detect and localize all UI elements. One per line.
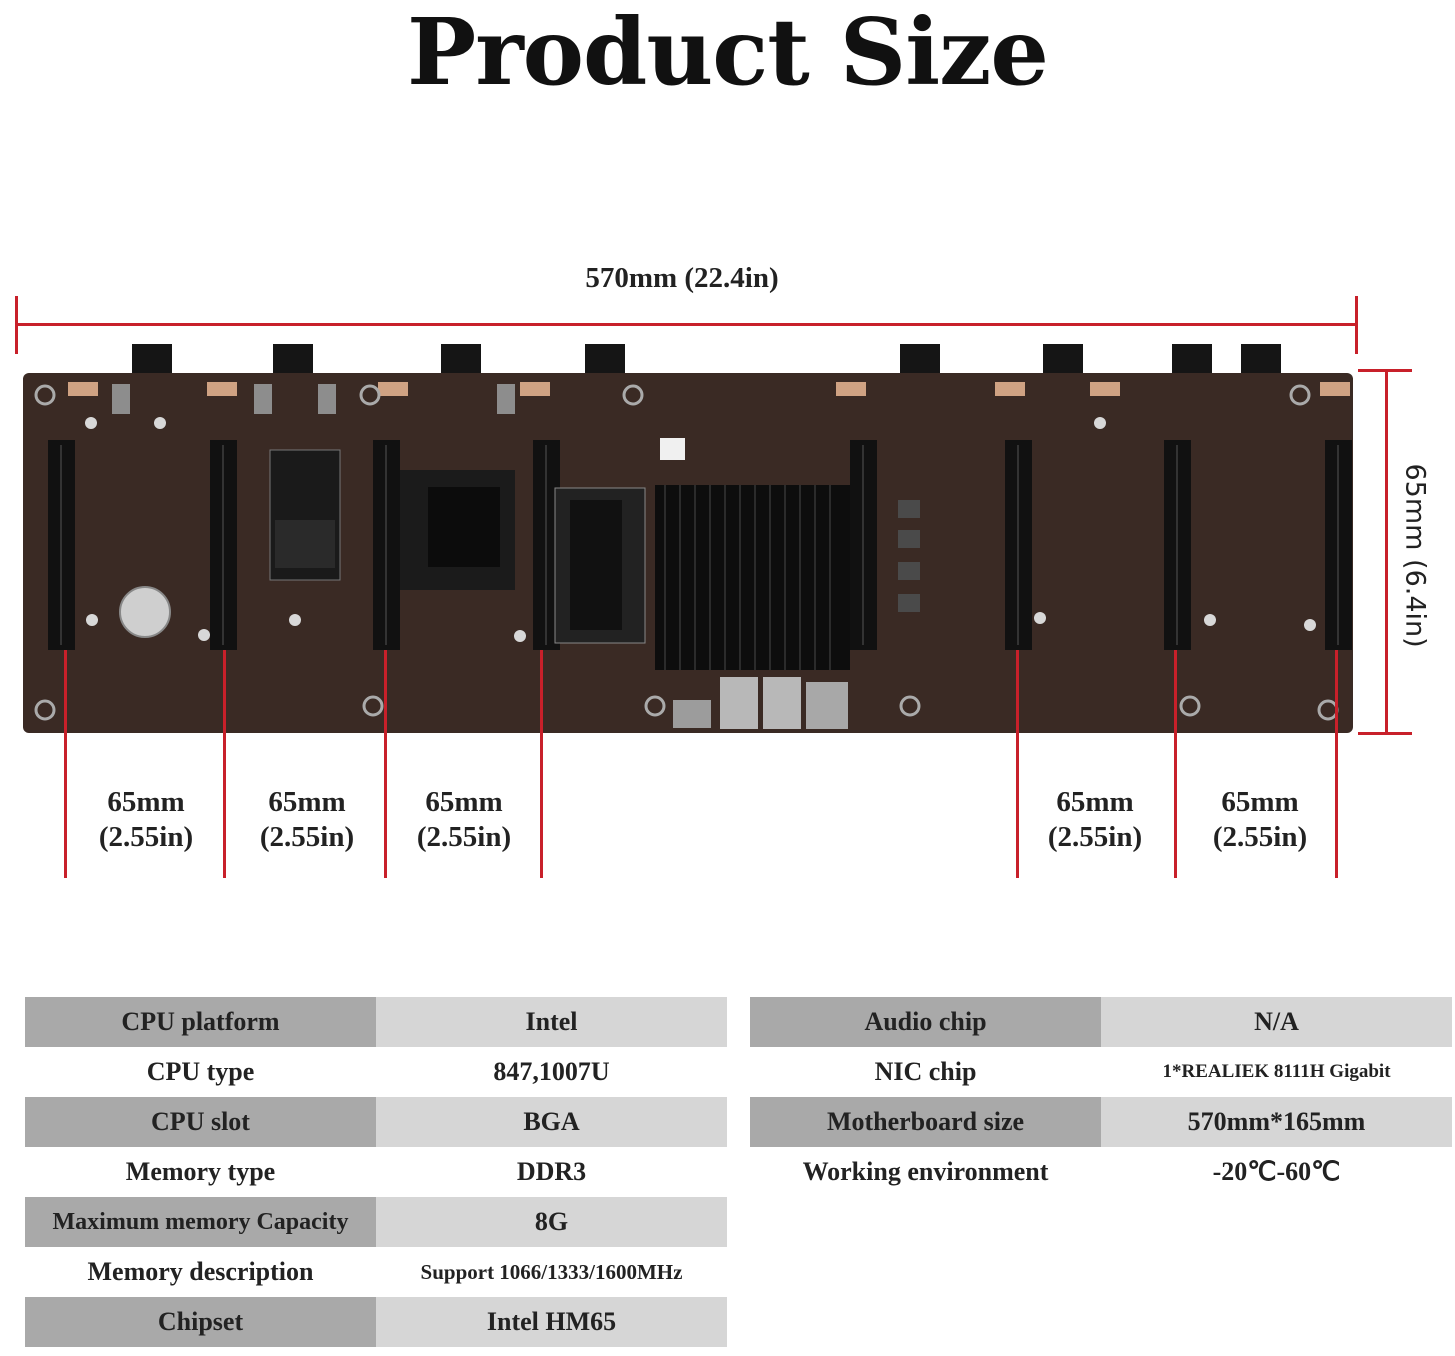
spec-row: Chipset Intel HM65 [25, 1297, 727, 1347]
spec-table-left: CPU platform Intel CPU type 847,1007U CP… [25, 997, 727, 1347]
spec-key: Memory type [125, 1157, 276, 1186]
spec-key: NIC chip [874, 1057, 977, 1086]
segment-line-5 [1016, 650, 1019, 878]
segment-line-2 [223, 650, 226, 878]
spec-value: Support 1066/1333/1600MHz [420, 1259, 683, 1284]
spec-row: Working environment -20℃-60℃ [750, 1147, 1452, 1197]
spec-value: DDR3 [516, 1157, 587, 1186]
spec-row: CPU platform Intel [25, 997, 727, 1047]
spec-value: 570mm*165mm [1101, 1097, 1452, 1147]
width-dimension-tick-left [15, 296, 18, 354]
spec-row: Motherboard size 570mm*165mm [750, 1097, 1452, 1147]
spec-value: 847,1007U [493, 1057, 610, 1086]
spec-key: CPU slot [25, 1097, 376, 1147]
segment-label-2: 65mm (2.55in) [259, 786, 355, 853]
cmos-battery [119, 586, 171, 638]
motherboard-image [23, 344, 1353, 733]
spec-key: CPU type [146, 1057, 255, 1086]
spec-key: Motherboard size [750, 1097, 1101, 1147]
spec-row: Maximum memory Capacity 8G [25, 1197, 727, 1247]
spec-value: 8G [376, 1197, 727, 1247]
spec-key: Maximum memory Capacity [25, 1197, 376, 1247]
segment-line-4 [540, 650, 543, 878]
spec-row: CPU type 847,1007U [25, 1047, 727, 1097]
height-dimension-tick-bottom [1358, 732, 1412, 735]
spec-row: Memory description Support 1066/1333/160… [25, 1247, 727, 1297]
page-title: Product Size [407, 0, 1049, 106]
spec-value: Intel [376, 997, 727, 1047]
segment-label-4: 65mm (2.55in) [1047, 786, 1143, 853]
spec-table-right: Audio chip N/A NIC chip 1*REALIEK 8111H … [750, 997, 1452, 1197]
width-dimension-tick-right [1355, 296, 1358, 354]
spec-value: Intel HM65 [376, 1297, 727, 1347]
segment-line-1 [64, 650, 67, 878]
height-dimension-tick-top [1358, 369, 1412, 372]
spec-value: BGA [376, 1097, 727, 1147]
segment-line-3 [384, 650, 387, 878]
spec-value: N/A [1101, 997, 1452, 1047]
width-dimension-line [16, 323, 1357, 326]
cpu-heatsink [655, 485, 850, 670]
segment-label-5: 65mm (2.55in) [1212, 786, 1308, 853]
segment-line-6 [1174, 650, 1177, 878]
spec-key: Chipset [25, 1297, 376, 1347]
spec-key: CPU platform [25, 997, 376, 1047]
spec-row: Audio chip N/A [750, 997, 1452, 1047]
segment-line-7 [1335, 650, 1338, 878]
spec-key: Working environment [802, 1157, 1049, 1186]
spec-row: NIC chip 1*REALIEK 8111H Gigabit [750, 1047, 1452, 1097]
spec-key: Audio chip [750, 997, 1101, 1047]
height-dimension-line [1385, 370, 1388, 734]
width-dimension-label: 570mm (22.4in) [585, 262, 779, 294]
segment-label-3: 65mm (2.55in) [416, 786, 512, 853]
segment-label-1: 65mm (2.55in) [98, 786, 194, 853]
spec-row: Memory type DDR3 [25, 1147, 727, 1197]
spec-row: CPU slot BGA [25, 1097, 727, 1147]
spec-value: -20℃-60℃ [1212, 1157, 1341, 1186]
rear-io-ports [673, 677, 848, 729]
spec-key: Memory description [87, 1257, 314, 1286]
spec-value: 1*REALIEK 8111H Gigabit [1162, 1061, 1391, 1082]
